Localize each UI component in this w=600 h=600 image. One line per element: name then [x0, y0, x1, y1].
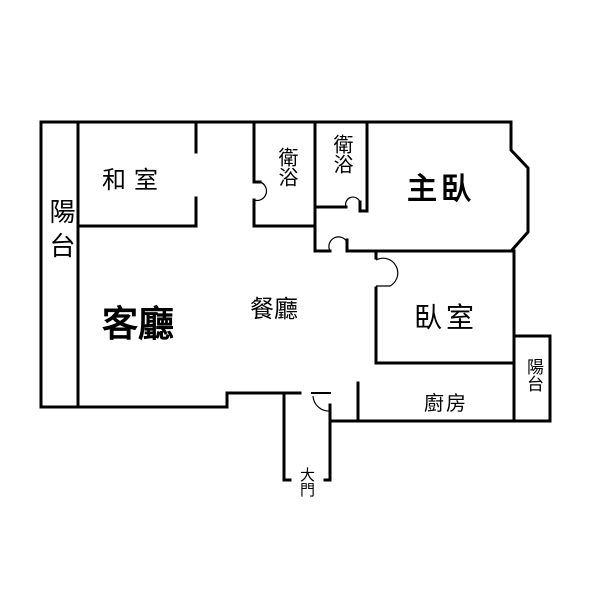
room-label-living-room: 客廳: [102, 303, 174, 345]
room-label-bathroom-2: 衛浴: [330, 134, 354, 174]
room-label-master-bedroom: 主臥: [407, 172, 475, 207]
room-label-kitchen: 廚房: [424, 391, 468, 415]
room-label-japanese-room: 和室: [102, 166, 166, 194]
room-label-dining-room: 餐廳: [250, 295, 298, 323]
room-label-balcony-right: 陽台: [523, 358, 543, 392]
main-entrance-label: 大門: [298, 467, 316, 498]
door-swings: [253, 181, 399, 412]
room-label-bedroom: 臥室: [414, 301, 478, 334]
room-label-balcony-left: 陽台: [45, 198, 75, 266]
walls: [39, 120, 552, 482]
room-label-bathroom-1: 衛浴: [275, 147, 299, 187]
